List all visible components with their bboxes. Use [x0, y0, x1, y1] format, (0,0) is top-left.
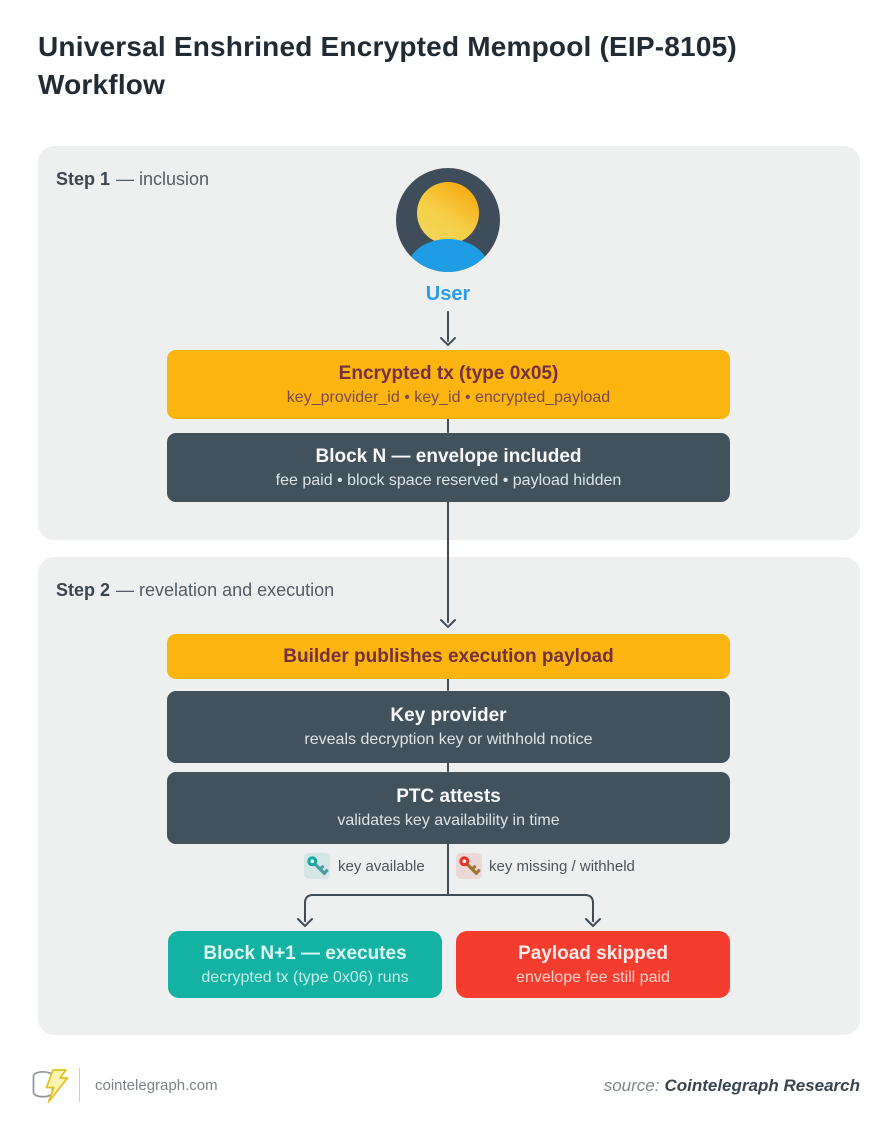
key-available-label: key available — [338, 858, 425, 875]
ptc-box: PTC attests validates key availability i… — [167, 772, 730, 844]
step1-label-strong: Step 1 — [56, 169, 111, 189]
page-title: Universal Enshrined Encrypted Mempool (E… — [38, 28, 860, 104]
ptc-subtitle: validates key availability in time — [337, 812, 560, 829]
step1-label-rest: — inclusion — [116, 169, 210, 189]
payload-skipped-title: Payload skipped — [518, 942, 668, 964]
page-title-line2: Workflow — [38, 69, 166, 100]
cointelegraph-logo-icon — [29, 1064, 73, 1108]
block-n1-executes-box: Block N+1 — executes decrypted tx (type … — [168, 931, 442, 998]
step2-label: Step 2— revelation and execution — [56, 580, 334, 601]
step1-label: Step 1— inclusion — [56, 169, 209, 190]
source-name: Cointelegraph Research — [664, 1076, 860, 1095]
key-provider-subtitle: reveals decryption key or withhold notic… — [304, 731, 593, 748]
block-n-box: Block N — envelope included fee paid • b… — [167, 433, 730, 502]
footer-site-url: cointelegraph.com — [95, 1077, 218, 1094]
key-missing-label: key missing / withheld — [489, 858, 635, 875]
key-provider-title: Key provider — [390, 705, 507, 726]
encrypted-tx-box: Encrypted tx (type 0x05) key_provider_id… — [167, 350, 730, 419]
block-n-subtitle: fee paid • block space reserved • payloa… — [275, 471, 622, 489]
encrypted-tx-subtitle: key_provider_id • key_id • encrypted_pay… — [286, 388, 611, 406]
footer-source: source:Cointelegraph Research — [604, 1076, 860, 1096]
user-avatar-icon — [396, 168, 500, 272]
key-provider-box: Key provider reveals decryption key or w… — [167, 691, 730, 763]
step2-label-strong: Step 2 — [56, 580, 111, 600]
payload-skipped-subtitle: envelope fee still paid — [516, 968, 670, 986]
builder-box: Builder publishes execution payload — [167, 634, 730, 679]
ptc-title: PTC attests — [396, 786, 501, 807]
payload-skipped-box: Payload skipped envelope fee still paid — [456, 931, 730, 998]
key-missing-icon — [456, 853, 482, 879]
builder-title: Builder publishes execution payload — [283, 645, 614, 667]
block-n-title: Block N — envelope included — [315, 445, 582, 467]
step2-label-rest: — revelation and execution — [116, 580, 335, 600]
user-label: User — [425, 283, 471, 305]
source-prefix: source: — [603, 1076, 660, 1095]
key-available-icon — [304, 853, 330, 879]
page-title-line1: Universal Enshrined Encrypted Mempool (E… — [38, 31, 737, 62]
footer-divider — [79, 1068, 80, 1102]
encrypted-tx-title: Encrypted tx (type 0x05) — [338, 362, 559, 384]
block-n1-subtitle: decrypted tx (type 0x06) runs — [201, 968, 409, 986]
block-n1-title: Block N+1 — executes — [203, 942, 407, 964]
